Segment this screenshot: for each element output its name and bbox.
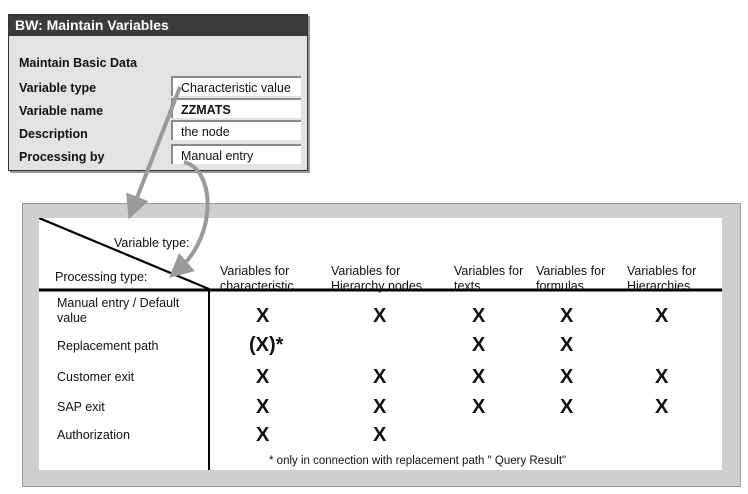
row-label-customer-exit: Customer exit bbox=[57, 370, 135, 384]
table-cell-mark: X bbox=[373, 366, 387, 388]
processing-type-header: Processing type: bbox=[55, 270, 148, 284]
column-header-hierarchy-nodes: Variables for Hierarchy nodes bbox=[331, 264, 423, 293]
variable-matrix-panel: Variable type: Processing type: Variable… bbox=[22, 203, 741, 487]
processing-by-field[interactable]: Manual entry bbox=[171, 144, 301, 164]
table-cell-mark: X bbox=[256, 305, 270, 327]
table-cell-mark: X bbox=[256, 424, 270, 446]
section-label: Maintain Basic Data bbox=[19, 56, 138, 70]
maintain-variables-dialog: BW: Maintain Variables Maintain Basic Da… bbox=[8, 14, 308, 171]
row-label-manual-entry: Manual entry / Default value bbox=[57, 296, 180, 325]
column-header-characteristic: Variables for characteristic values bbox=[220, 264, 294, 289]
table-cell-mark: X bbox=[560, 334, 574, 356]
table-cell-mark: X bbox=[560, 366, 574, 388]
column-header-texts: Variables for texts bbox=[454, 264, 524, 293]
table-cell-mark: X bbox=[655, 396, 669, 418]
table-cell-mark: X bbox=[655, 366, 669, 388]
variable-matrix-table: Variable type: Processing type: Variable… bbox=[39, 218, 722, 470]
column-header-formulas: Variables for formulas bbox=[536, 264, 606, 293]
variable-type-field[interactable]: Characteristic value bbox=[171, 76, 301, 96]
description-label: Description bbox=[19, 127, 88, 141]
row-label-replacement-path: Replacement path bbox=[57, 339, 159, 353]
processing-by-label: Processing by bbox=[19, 150, 105, 164]
description-field[interactable]: the node bbox=[171, 120, 301, 140]
dialog-title: BW: Maintain Variables bbox=[9, 15, 307, 36]
table-cell-mark: X bbox=[655, 305, 669, 327]
row-label-sap-exit: SAP exit bbox=[57, 400, 105, 414]
table-cell-mark: X bbox=[256, 366, 270, 388]
table-cell-mark: X bbox=[256, 396, 270, 418]
table-cell-mark: X bbox=[560, 396, 574, 418]
table-cell-mark: X bbox=[560, 305, 574, 327]
table-cell-mark: X bbox=[373, 396, 387, 418]
footnote: * only in connection with replacement pa… bbox=[269, 455, 567, 467]
table-cell-mark: X bbox=[373, 305, 387, 327]
row-label-authorization: Authorization bbox=[57, 428, 130, 442]
variable-name-field[interactable]: ZZMATS bbox=[171, 98, 301, 118]
table-cell-mark: X bbox=[472, 396, 486, 418]
table-cell-mark: (X)* bbox=[249, 334, 284, 356]
variable-name-label: Variable name bbox=[19, 104, 104, 118]
column-header-hierarchies: Variables for Hierarchies bbox=[627, 264, 697, 293]
table-cell-mark: X bbox=[472, 305, 486, 327]
table-cell-mark: X bbox=[472, 366, 486, 388]
table-cell-mark: X bbox=[472, 334, 486, 356]
variable-type-label: Variable type bbox=[19, 81, 97, 95]
table-cell-mark: X bbox=[373, 424, 387, 446]
variable-type-header: Variable type: bbox=[114, 236, 190, 250]
